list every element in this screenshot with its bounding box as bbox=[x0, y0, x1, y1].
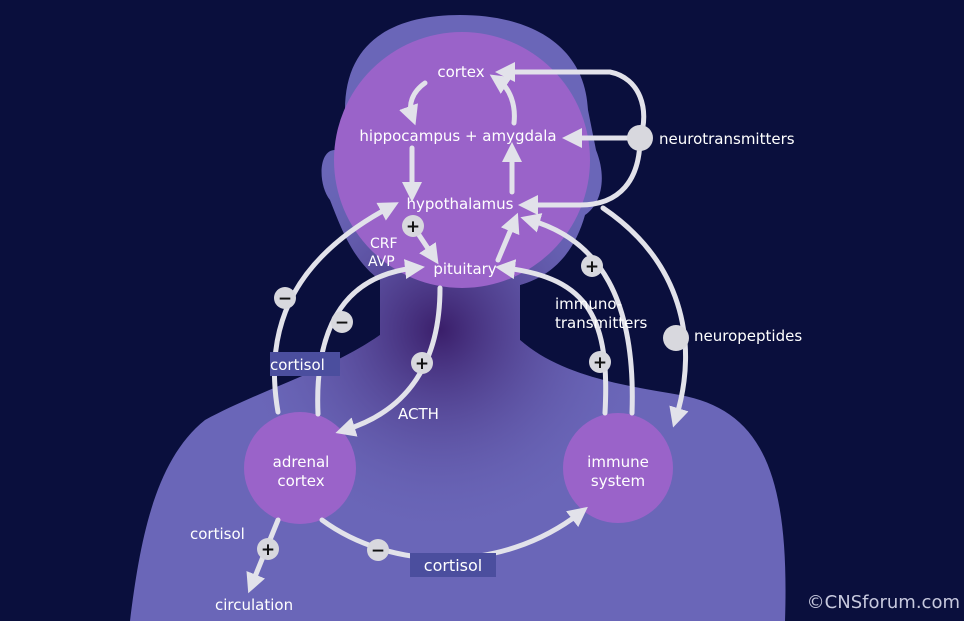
adrenal-label-line2: cortex bbox=[277, 472, 324, 490]
immune-label-line2: system bbox=[591, 472, 645, 490]
neuropeptides-dot bbox=[663, 325, 689, 351]
avp-label: AVP bbox=[368, 254, 395, 270]
copyright-text: ©CNSforum.com bbox=[807, 592, 960, 613]
sign-plus-acth: + bbox=[411, 352, 433, 374]
svg-text:+: + bbox=[585, 257, 599, 277]
arrow-cortisol-to-pituitary bbox=[315, 259, 425, 417]
cortisol-bottom-left-label: cortisol bbox=[190, 525, 245, 543]
arrow-neuropeptides-to-immune bbox=[600, 205, 689, 428]
cortex-label: cortex bbox=[437, 63, 484, 81]
arrow-immune-to-pituitary bbox=[495, 259, 609, 416]
immune-label-line1: immune bbox=[587, 453, 649, 471]
arrow-cortex-to-hippocampus bbox=[399, 80, 428, 126]
svg-text:−: − bbox=[371, 541, 385, 561]
svg-text:+: + bbox=[415, 354, 429, 374]
neurotransmitters-label: neurotransmitters bbox=[659, 130, 795, 148]
cortisol-bottom-box bbox=[410, 553, 496, 577]
adrenal-cortex-node bbox=[244, 412, 356, 524]
neurotransmitters-dot bbox=[627, 125, 653, 151]
arrow-acth-to-adrenal bbox=[335, 285, 443, 437]
pituitary-label: pituitary bbox=[433, 260, 496, 278]
neuropeptides-label: neuropeptides bbox=[694, 327, 802, 345]
arrow-immune-to-hypothalamus bbox=[520, 213, 635, 416]
svg-text:+: + bbox=[593, 353, 607, 373]
sign-plus-immuno-pituitary: + bbox=[589, 351, 611, 373]
sign-minus-cortisol-immune: − bbox=[367, 539, 389, 561]
sign-plus-crf: + bbox=[402, 215, 424, 237]
immuno-label-line2: transmitters bbox=[555, 314, 647, 332]
hypothalamus-label: hypothalamus bbox=[407, 195, 514, 213]
circulation-label: circulation bbox=[215, 596, 293, 614]
acth-label: ACTH bbox=[398, 405, 439, 423]
arrow-neurotransmitters-to-hypothalamus bbox=[518, 135, 643, 215]
cortisol-bottom-label: cortisol bbox=[424, 556, 482, 575]
immune-system-node bbox=[563, 413, 673, 523]
immuno-label-line1: immuno- bbox=[555, 295, 622, 313]
arrow-pituitary-to-hypothalamus bbox=[495, 212, 520, 263]
svg-text:+: + bbox=[261, 540, 275, 560]
arrow-amygdala-to-cortex bbox=[489, 74, 517, 126]
sign-minus-cortisol-pituitary: − bbox=[331, 311, 353, 333]
cortisol-left-label: cortisol bbox=[270, 356, 325, 374]
cortisol-left-box bbox=[270, 352, 340, 376]
hippocampus-amygdala-label: hippocampus + amygdala bbox=[359, 127, 556, 145]
sign-plus-circulation: + bbox=[257, 538, 279, 560]
svg-text:+: + bbox=[406, 217, 420, 237]
svg-text:−: − bbox=[278, 289, 292, 309]
sign-plus-immuno-hypothalamus: + bbox=[581, 255, 603, 277]
crf-label: CRF bbox=[370, 236, 398, 252]
svg-text:−: − bbox=[335, 313, 349, 333]
sign-minus-cortisol-hypothalamus: − bbox=[274, 287, 296, 309]
adrenal-label-line1: adrenal bbox=[273, 453, 330, 471]
